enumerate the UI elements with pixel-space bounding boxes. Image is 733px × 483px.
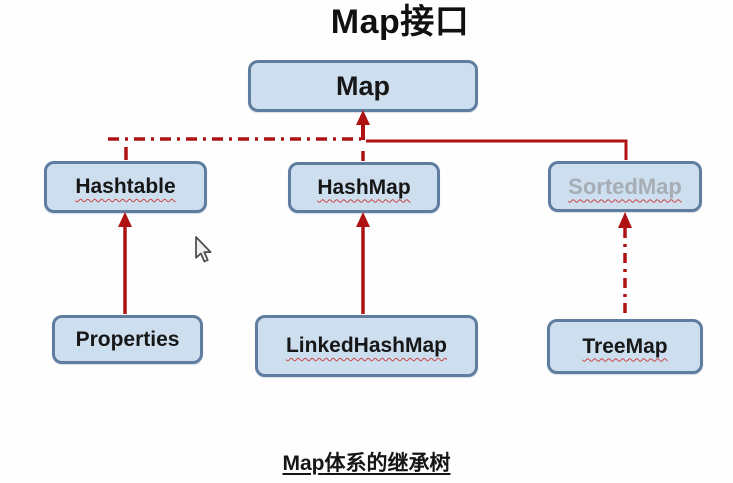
node-properties: Properties [52,315,203,364]
arrowhead [356,212,370,227]
edge-properties-to-hashtable [118,212,132,314]
node-hashmap: HashMap [288,162,440,213]
node-sortedmap-label: SortedMap [568,173,682,199]
edge-treemap-to-sortedmap [618,212,632,317]
node-linkedhashmap: LinkedHashMap [255,315,478,377]
node-map-label: Map [336,70,390,101]
node-treemap-label: TreeMap [582,334,668,358]
arrowhead [618,212,632,228]
node-hashtable-label: Hashtable [75,175,176,198]
edge-hashtable-to-map [108,137,361,160]
arrowhead [118,212,132,227]
edge-hashmap-to-map [356,110,370,161]
node-hashtable: Hashtable [44,161,207,213]
edge-sortedmap-to-map [366,139,628,160]
edge-linkedhashmap-to-hashmap [356,212,370,314]
arrowhead [356,110,370,125]
mouse-cursor-icon [195,236,212,263]
page-title: Map接口 [330,3,470,41]
node-properties-label: Properties [75,327,180,351]
node-treemap: TreeMap [547,319,703,374]
node-sortedmap: SortedMap [548,161,702,212]
node-linkedhashmap-label: LinkedHashMap [285,334,448,357]
node-hashmap-label: HashMap [317,175,411,199]
diagram-caption: Map体系的继承树 [282,452,451,475]
node-map: Map [248,60,478,112]
